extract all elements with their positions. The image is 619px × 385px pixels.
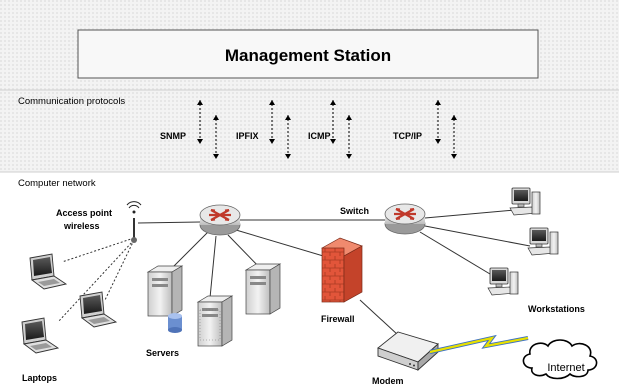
laptop-icon bbox=[29, 253, 67, 290]
access-point-icon bbox=[126, 201, 142, 243]
access-point-label-line2: wireless bbox=[63, 221, 100, 231]
internet-cloud-icon bbox=[522, 339, 598, 380]
workstation-icon bbox=[509, 187, 541, 216]
laptop-icon bbox=[21, 317, 59, 354]
wan-link-lightning bbox=[429, 336, 529, 354]
server-rack-icon bbox=[197, 295, 233, 347]
modem-icon bbox=[377, 331, 439, 372]
network-section-label: Computer network bbox=[18, 178, 96, 189]
switch-icon bbox=[383, 202, 427, 236]
servers-label: Servers bbox=[146, 348, 179, 358]
protocols-section-label: Communication protocols bbox=[18, 96, 125, 107]
switch-label: Switch bbox=[340, 206, 369, 216]
router-icon bbox=[198, 203, 242, 237]
management-station-title: Management Station bbox=[225, 46, 391, 65]
laptop-icon bbox=[79, 291, 117, 328]
access-point-label-line1: Access point bbox=[56, 208, 112, 218]
management-station-box bbox=[77, 29, 539, 79]
protocol-tcpip: TCP/IP bbox=[393, 131, 422, 141]
workstations-label: Workstations bbox=[528, 304, 585, 314]
server-icon bbox=[147, 265, 183, 317]
protocols-band bbox=[0, 90, 619, 172]
server-icon bbox=[245, 263, 281, 315]
workstation-icon bbox=[487, 267, 519, 296]
firewall-label: Firewall bbox=[321, 314, 355, 324]
workstation-icon bbox=[527, 227, 559, 256]
modem-label: Modem bbox=[372, 376, 404, 385]
internet-label: Internet bbox=[547, 362, 584, 374]
firewall-icon bbox=[321, 237, 363, 303]
protocol-snmp: SNMP bbox=[160, 131, 186, 141]
protocol-ipfix: IPFIX bbox=[236, 131, 259, 141]
protocol-icmp: ICMP bbox=[308, 131, 331, 141]
database-icon bbox=[168, 313, 182, 333]
wireless-links bbox=[57, 237, 135, 323]
laptops-label: Laptops bbox=[22, 373, 57, 383]
